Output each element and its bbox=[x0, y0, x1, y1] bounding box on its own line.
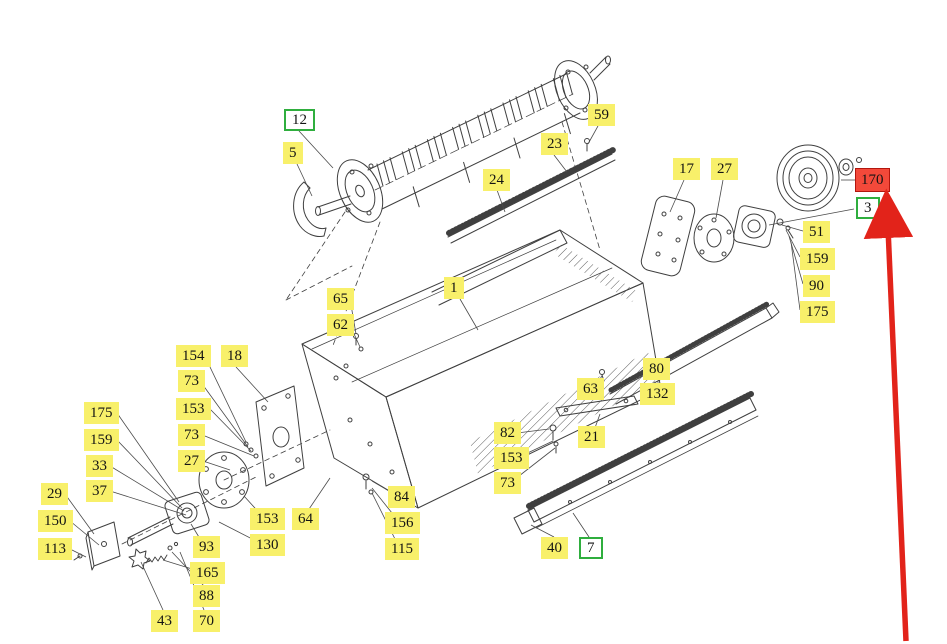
knife-strip bbox=[446, 147, 616, 244]
part-label-43-43: 43 bbox=[151, 610, 178, 632]
part-label-37-25: 37 bbox=[86, 480, 113, 502]
part-label-27-6: 27 bbox=[711, 158, 738, 180]
part-label-40-47: 40 bbox=[541, 537, 568, 559]
part-label-51-9: 51 bbox=[803, 221, 830, 243]
part-label-153-19: 153 bbox=[176, 398, 211, 420]
part-label-170-7: 170 bbox=[855, 168, 890, 192]
side-plate-part-18 bbox=[255, 385, 305, 487]
part-label-70-42: 70 bbox=[193, 610, 220, 632]
part-label-93-39: 93 bbox=[193, 536, 220, 558]
part-label-130-38: 130 bbox=[250, 534, 285, 556]
part-label-90-11: 90 bbox=[803, 275, 830, 297]
part-label-65-14: 65 bbox=[327, 288, 354, 310]
part-label-62-15: 62 bbox=[327, 314, 354, 336]
part-label-88-41: 88 bbox=[193, 585, 220, 607]
part-label-73-18: 73 bbox=[178, 370, 205, 392]
part-label-59-2: 59 bbox=[588, 104, 615, 126]
bolts-82-153-73 bbox=[549, 424, 559, 454]
part-label-132-31: 132 bbox=[640, 383, 675, 405]
part-label-159-23: 159 bbox=[84, 429, 119, 451]
part-label-115-46: 115 bbox=[385, 538, 419, 560]
part-label-113-28: 113 bbox=[38, 538, 72, 560]
part-label-12-0: 12 bbox=[284, 109, 315, 131]
part-label-21-33: 21 bbox=[578, 426, 605, 448]
wedge-part-40 bbox=[513, 507, 543, 535]
part-label-33-24: 33 bbox=[86, 455, 113, 477]
part-label-159-10: 159 bbox=[800, 248, 835, 270]
rotor-assembly bbox=[315, 55, 611, 223]
part-label-84-44: 84 bbox=[388, 486, 415, 508]
part-label-175-12: 175 bbox=[800, 301, 835, 323]
part-label-153-36: 153 bbox=[250, 508, 285, 530]
serrated-bar-part-7 bbox=[526, 391, 759, 529]
part-label-5-1: 5 bbox=[283, 142, 303, 164]
part-label-3-8: 3 bbox=[856, 197, 880, 219]
part-label-24-4: 24 bbox=[483, 169, 510, 191]
part-label-27-21: 27 bbox=[178, 450, 205, 472]
part-label-165-40: 165 bbox=[190, 562, 225, 584]
star-coupling-part-43 bbox=[128, 548, 151, 570]
part-label-156-45: 156 bbox=[385, 512, 420, 534]
bolts-84-156-115 bbox=[362, 473, 374, 495]
bearing-unit-part-93 bbox=[164, 491, 210, 535]
part-label-18-17: 18 bbox=[221, 345, 248, 367]
part-label-64-37: 64 bbox=[292, 508, 319, 530]
part-label-82-32: 82 bbox=[494, 422, 521, 444]
pulley-part-170 bbox=[776, 144, 862, 212]
part-label-73-20: 73 bbox=[178, 424, 205, 446]
part-label-17-5: 17 bbox=[673, 158, 700, 180]
spring-part-165 bbox=[145, 541, 179, 564]
bearing-flange-part-3 bbox=[733, 205, 776, 248]
part-label-150-27: 150 bbox=[38, 510, 73, 532]
part-label-7-48: 7 bbox=[579, 537, 603, 559]
part-label-80-30: 80 bbox=[643, 358, 670, 380]
side-plate-part-17 bbox=[640, 195, 696, 277]
part-label-1-13: 1 bbox=[444, 277, 464, 299]
strip-plate-part-21 bbox=[555, 395, 639, 417]
drive-shaft-left bbox=[127, 516, 174, 547]
part-label-175-22: 175 bbox=[84, 402, 119, 424]
flange-disc-left-part-27 bbox=[198, 451, 250, 509]
part-label-63-29: 63 bbox=[577, 378, 604, 400]
part-label-153-34: 153 bbox=[494, 447, 529, 469]
part-label-73-35: 73 bbox=[494, 472, 521, 494]
part-label-154-16: 154 bbox=[176, 345, 211, 367]
rotor-tines bbox=[376, 71, 573, 208]
part-label-29-26: 29 bbox=[41, 483, 68, 505]
part-label-23-3: 23 bbox=[541, 133, 568, 155]
